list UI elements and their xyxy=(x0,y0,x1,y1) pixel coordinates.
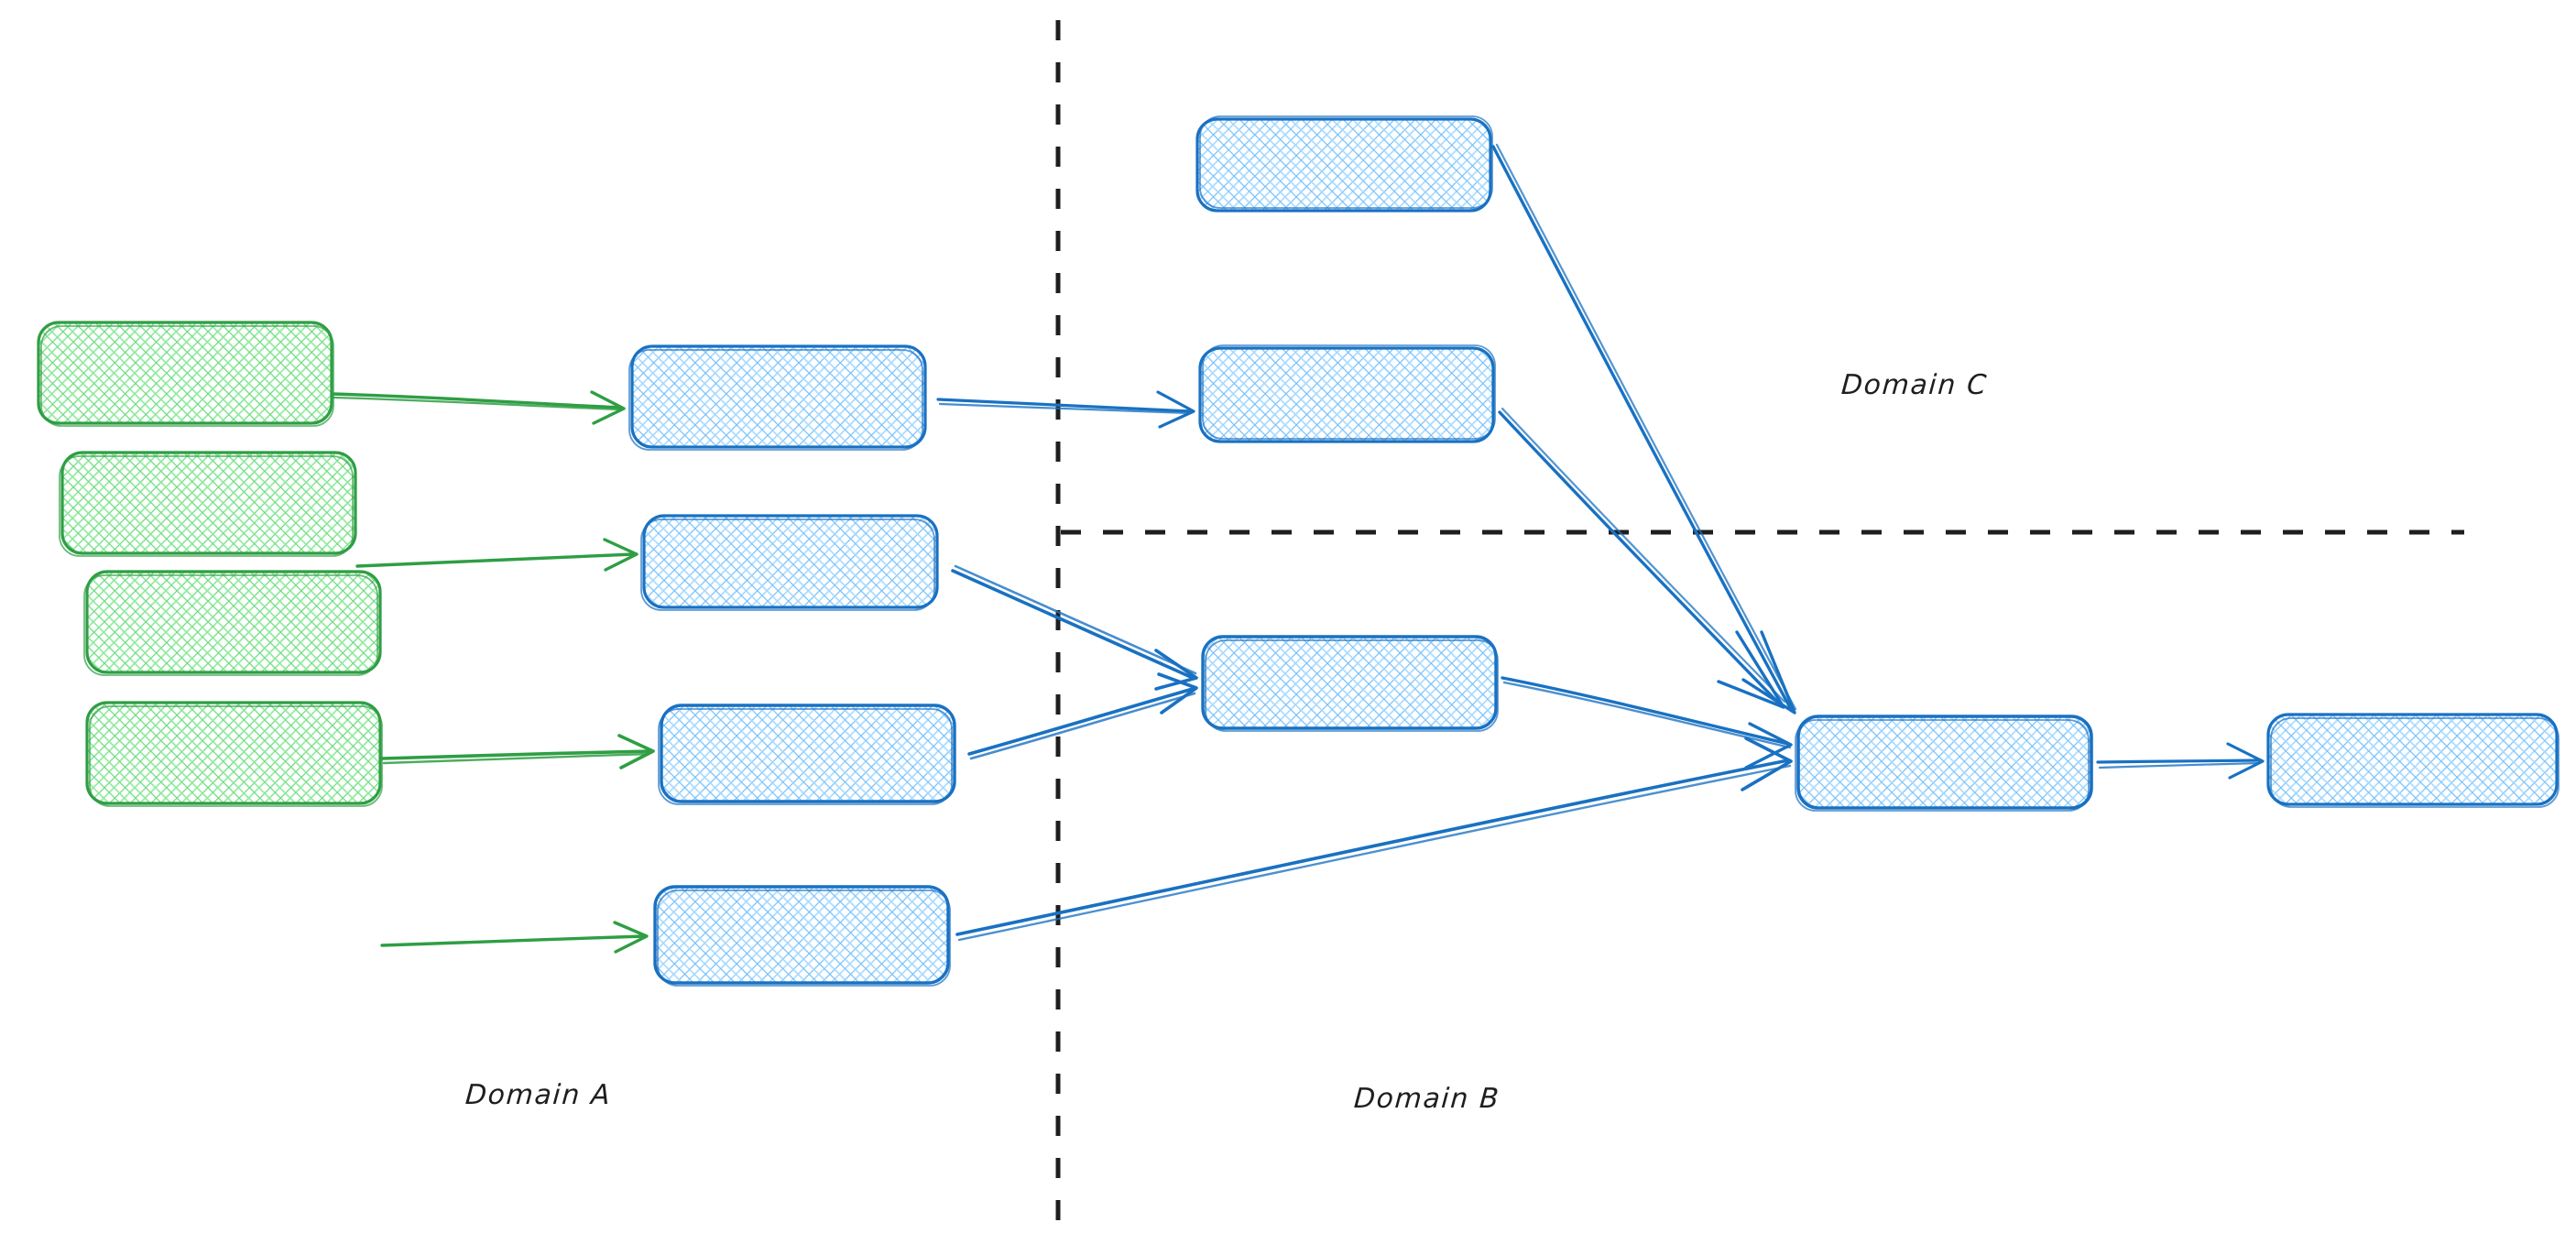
edge-a1-m1 xyxy=(330,390,626,425)
node-a3[interactable] xyxy=(83,570,382,676)
edge-b3-hub xyxy=(1501,676,1793,769)
edge-a3-m3 xyxy=(380,734,655,769)
node-a4[interactable] xyxy=(85,701,383,807)
domain-dividers xyxy=(1055,20,2464,1239)
node-b3[interactable] xyxy=(1201,635,1499,732)
node-a1[interactable] xyxy=(37,321,334,427)
node-b1[interactable] xyxy=(1195,115,1493,213)
edge-hub-out xyxy=(2096,742,2265,780)
edge-a2-m2 xyxy=(355,538,639,572)
edge-a4-m4 xyxy=(380,921,649,954)
node-m3[interactable] xyxy=(658,704,956,805)
edge-m1-b2 xyxy=(936,390,1195,429)
node-m4[interactable] xyxy=(653,885,951,987)
edge-m2-b3 xyxy=(951,564,1198,691)
node-b2[interactable] xyxy=(1198,344,1496,443)
nodes-layer xyxy=(37,115,2560,987)
domain-a-label: Domain A xyxy=(464,1079,613,1111)
node-out[interactable] xyxy=(2266,713,2560,808)
edge-m3-b3 xyxy=(967,672,1198,760)
node-m2[interactable] xyxy=(640,514,939,611)
edges-layer xyxy=(330,143,2265,954)
domain-b-label: Domain B xyxy=(1352,1083,1501,1115)
node-hub[interactable] xyxy=(1795,715,2093,812)
edge-b1-hub xyxy=(1491,143,1797,715)
domain-c-label: Domain C xyxy=(1839,369,1989,401)
node-m1[interactable] xyxy=(628,344,927,451)
edge-b2-hub xyxy=(1498,407,1786,709)
edge-m4-hub xyxy=(955,737,1793,942)
node-a2[interactable] xyxy=(59,451,357,557)
